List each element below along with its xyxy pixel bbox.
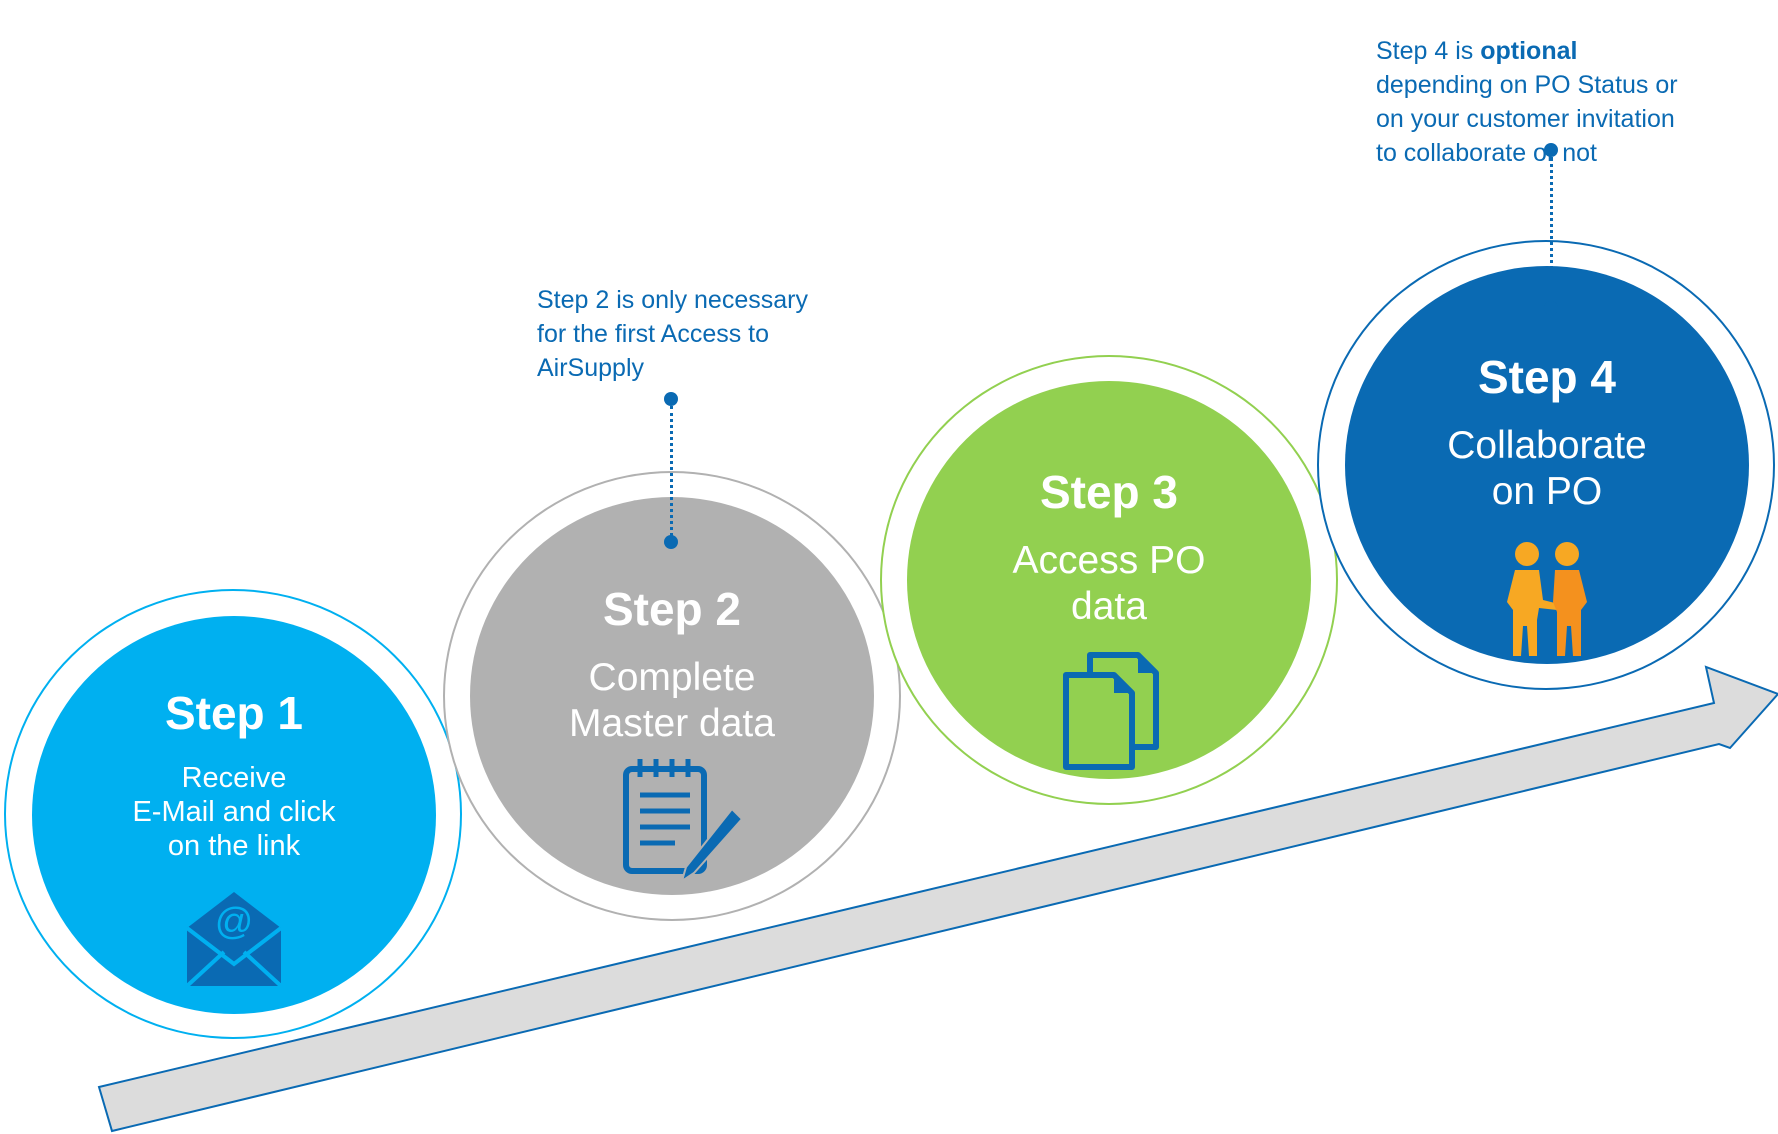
step-2-note: Step 2 is only necessary for the first A… xyxy=(537,286,808,382)
notepad-pencil-icon xyxy=(620,755,745,885)
step-4-note-connector xyxy=(1550,157,1553,307)
step-2-circle: Step 2 Complete Master data xyxy=(470,497,874,895)
step-2-title: Step 2 xyxy=(602,583,742,635)
step-2-note-top-dot xyxy=(664,392,678,406)
step-4-circle: Step 4 Collaborate on PO xyxy=(1345,266,1749,664)
handshake-icon xyxy=(1497,540,1597,660)
step-2-note-connector xyxy=(670,406,673,536)
step-4-note: Step 4 is optional depending on PO Statu… xyxy=(1376,0,1736,170)
step-4-note-bottom-dot xyxy=(1544,301,1558,315)
step-3-description: Access PO data xyxy=(1012,539,1206,628)
documents-icon xyxy=(1060,651,1160,771)
step-2-note-bottom-dot xyxy=(664,535,678,549)
step-4-note-prefix: Step 4 is xyxy=(1376,37,1481,65)
step-4-title: Step 4 xyxy=(1477,351,1617,403)
step-1-circle: Step 1 Receive E-Mail and click on the l… xyxy=(32,616,436,1014)
step-4-note-optional: optional xyxy=(1480,37,1578,65)
step-1-description: Receive E-Mail and click on the link xyxy=(132,762,336,862)
step-4-description: Collaborate on PO xyxy=(1447,424,1647,513)
step-1-title: Step 1 xyxy=(164,687,304,739)
step-4-note-top-dot xyxy=(1544,143,1558,157)
step-2-description: Complete Master data xyxy=(569,656,775,745)
svg-text:@: @ xyxy=(215,901,254,943)
step-4-note-rest: depending on PO Status or on your custom… xyxy=(1376,71,1678,167)
step-3-circle: Step 3 Access PO data xyxy=(907,381,1311,779)
email-at-icon: @ xyxy=(179,884,289,994)
step-3-title: Step 3 xyxy=(1039,466,1179,518)
